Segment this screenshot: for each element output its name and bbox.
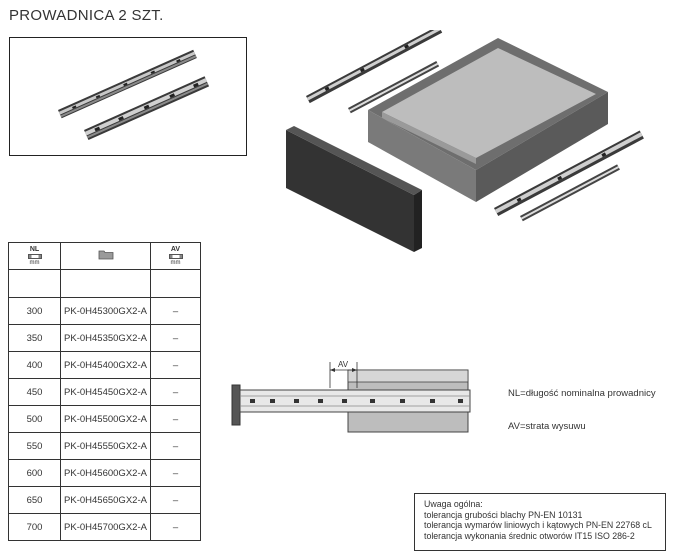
product-photo (9, 37, 247, 156)
cell-code: PK-0H45550GX2-A (60, 432, 151, 460)
cell-av: – (150, 351, 201, 379)
cell-av: – (150, 324, 201, 352)
cell-av: – (150, 459, 201, 487)
drawer-illustration (280, 25, 670, 260)
av-dimension-label: AV (338, 360, 349, 369)
cell-code: PK-0H45300GX2-A (60, 297, 151, 325)
extension-loss-icon (168, 254, 183, 259)
cell-av: – (150, 513, 201, 541)
header-nl: NL mm (8, 242, 61, 270)
cell-av: – (150, 378, 201, 406)
parts-table: NL mm AV mm 300 PK-0H45300GX2-A – 350 PK… (8, 242, 201, 541)
cell-code: PK-0H45450GX2-A (60, 378, 151, 406)
table-header-row: NL mm AV mm (8, 242, 201, 270)
note-line: tolerancja wykonania średnic otworów IT1… (424, 530, 635, 541)
table-row: 350 PK-0H45350GX2-A – (8, 324, 201, 352)
av-label: AV (170, 246, 181, 253)
cell-nl: 700 (8, 513, 61, 541)
nl-label: NL (29, 246, 40, 253)
table-row: 600 PK-0H45600GX2-A – (8, 459, 201, 487)
table-row: 500 PK-0H45500GX2-A – (8, 405, 201, 433)
cell-nl: 300 (8, 297, 61, 325)
table-row: 650 PK-0H45650GX2-A – (8, 486, 201, 514)
table-row: 400 PK-0H45400GX2-A – (8, 351, 201, 379)
cell-code: PK-0H45600GX2-A (60, 459, 151, 487)
cell-nl: 400 (8, 351, 61, 379)
legend-av: AV=strata wysuwu (508, 421, 586, 432)
cell-nl: 350 (8, 324, 61, 352)
page-title: PROWADNICA 2 SZT. (9, 7, 164, 24)
cell-av: – (150, 405, 201, 433)
av-unit: mm (170, 260, 181, 266)
folder-icon (98, 250, 113, 260)
note-line: tolerancja wymarów liniowych i kątowych … (424, 520, 652, 531)
cell-av: – (150, 486, 201, 514)
table-row: 700 PK-0H45700GX2-A – (8, 513, 201, 541)
slide-pair-image (58, 49, 210, 141)
table-row: 300 PK-0H45300GX2-A – (8, 297, 201, 325)
cell-code: PK-0H45500GX2-A (60, 405, 151, 433)
cell-av: – (150, 432, 201, 460)
table-row: 450 PK-0H45450GX2-A – (8, 378, 201, 406)
general-note-box: Uwaga ogólna: tolerancja grubości blachy… (414, 493, 666, 551)
header-code (60, 242, 151, 270)
nl-unit: mm (29, 260, 40, 266)
cell-av: – (150, 297, 201, 325)
table-row: 550 PK-0H45550GX2-A – (8, 432, 201, 460)
note-heading: Uwaga ogólna: (424, 499, 483, 509)
cell-code: PK-0H45350GX2-A (60, 324, 151, 352)
cell-nl: 450 (8, 378, 61, 406)
cell-code: PK-0H45650GX2-A (60, 486, 151, 514)
cell-code: PK-0H45400GX2-A (60, 351, 151, 379)
slide-technical-drawing: AV (230, 358, 480, 443)
length-icon (27, 254, 42, 259)
cell-nl: 500 (8, 405, 61, 433)
note-line: tolerancja grubości blachy PN-EN 10131 (424, 509, 583, 520)
table-spacer-row (8, 269, 201, 298)
cell-nl: 550 (8, 432, 61, 460)
cell-nl: 600 (8, 459, 61, 487)
legend-nl: NL=długość nominalna prowadnicy (508, 388, 656, 399)
header-av: AV mm (150, 242, 201, 270)
cell-nl: 650 (8, 486, 61, 514)
cell-code: PK-0H45700GX2-A (60, 513, 151, 541)
